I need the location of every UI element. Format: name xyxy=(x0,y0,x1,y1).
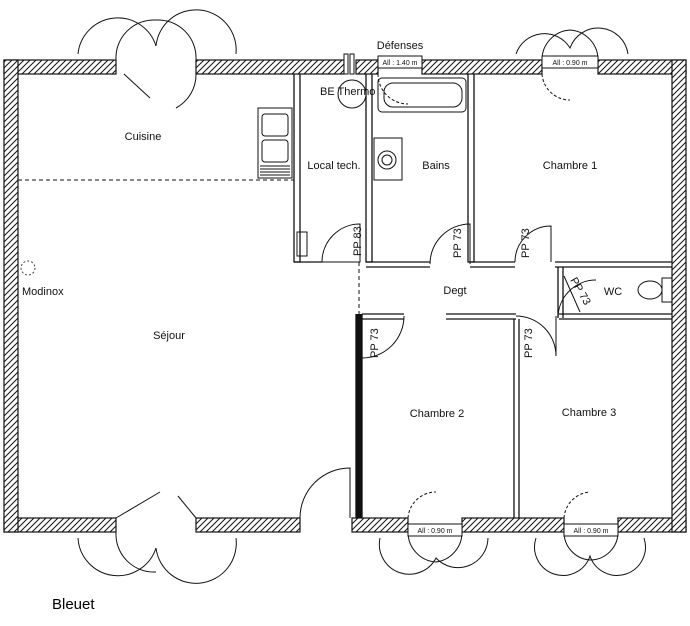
tag-window-chambre1: All : 0.90 m xyxy=(552,60,587,67)
window-arcs xyxy=(77,9,646,584)
label-cuisine: Cuisine xyxy=(125,131,162,143)
label-door-pp73-chambre2: PP 73 xyxy=(369,328,381,358)
window-frames xyxy=(343,53,619,537)
washbasin xyxy=(373,137,403,181)
label-sejour: Séjour xyxy=(153,330,185,342)
label-chambre-1: Chambre 1 xyxy=(543,160,597,172)
plan-caption: Bleuet xyxy=(52,596,95,613)
label-wc: WC xyxy=(604,286,622,298)
label-chambre-3: Chambre 3 xyxy=(562,407,616,419)
label-door-pp73-chambre1: PP 73 xyxy=(520,228,532,258)
label-defenses: Défenses xyxy=(377,40,424,52)
label-modinox: Modinox xyxy=(22,286,64,298)
label-local-tech: Local tech. xyxy=(307,160,360,172)
label-door-pp83: PP 83 xyxy=(352,226,364,256)
interior-walls xyxy=(18,74,672,518)
be-thermo-boiler xyxy=(337,79,367,109)
label-door-pp73-chambre3: PP 73 xyxy=(523,328,535,358)
kitchen-sink xyxy=(257,107,293,179)
tag-window-defenses: All : 1.40 m xyxy=(382,60,417,67)
local-tech-cabinet xyxy=(296,231,308,257)
label-be-thermo: BE Thermo xyxy=(320,86,375,98)
label-bains: Bains xyxy=(422,160,450,172)
label-degt: Degt xyxy=(443,285,466,297)
label-chambre-2: Chambre 2 xyxy=(410,408,464,420)
label-door-pp73-bains: PP 73 xyxy=(452,228,464,258)
door-swings xyxy=(115,60,597,519)
bathtub xyxy=(377,77,467,113)
tag-window-chambre3: All : 0.90 m xyxy=(573,528,608,535)
tag-window-chambre2: All : 0.90 m xyxy=(417,528,452,535)
toilet xyxy=(637,277,673,303)
modinox-heater xyxy=(20,260,36,276)
